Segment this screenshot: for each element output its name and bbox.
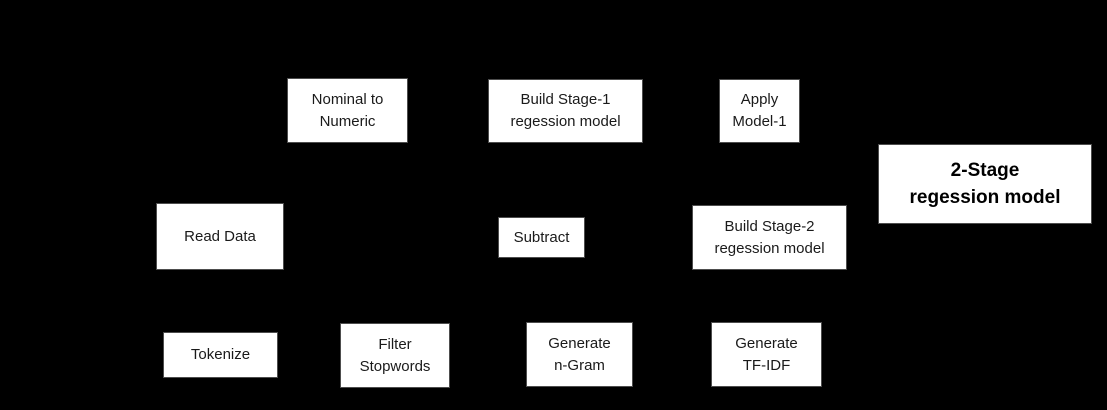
node-label: Stopwords	[359, 357, 431, 375]
node-subtract: Subtract	[498, 217, 585, 258]
node-label: Nominal to	[311, 90, 384, 108]
node-label: Build Stage-1	[520, 91, 611, 108]
node-label: Generate	[548, 334, 611, 352]
node-generate-tfidf: Generate TF-IDF	[711, 322, 822, 387]
node-build-stage1-regression-model: Build Stage-1 regession model	[488, 79, 643, 143]
node-read-data: Read Data	[156, 203, 284, 270]
node-two-stage-regression-model-result: 2-Stage regession model	[878, 144, 1092, 224]
node-generate-ngram: Generate n-Gram	[526, 322, 633, 387]
node-build-stage2-regression-model: Build Stage-2 regession model	[692, 205, 847, 270]
node-filter-stopwords: Filter Stopwords	[340, 323, 450, 388]
node-label: Build Stage-2	[724, 217, 815, 235]
node-label: Subtract	[513, 228, 570, 246]
node-tokenize: Tokenize	[163, 332, 278, 378]
node-label: Generate	[735, 334, 798, 352]
node-label: n-Gram	[554, 356, 605, 374]
node-label: regession model	[510, 113, 621, 130]
node-label: Filter	[378, 335, 412, 353]
node-label: regession model	[714, 239, 825, 257]
node-label: TF-IDF	[742, 356, 791, 374]
node-nominal-to-numeric: Nominal to Numeric	[287, 78, 408, 143]
node-label: Tokenize	[190, 346, 251, 363]
node-apply-model1: Apply Model-1	[719, 79, 800, 143]
node-label: Read Data	[184, 227, 256, 245]
node-label: Apply	[740, 91, 779, 108]
node-label: 2-Stage	[950, 160, 1020, 181]
node-label: Numeric	[319, 112, 376, 130]
node-label: Model-1	[732, 113, 787, 130]
node-label: regession model	[909, 187, 1061, 208]
